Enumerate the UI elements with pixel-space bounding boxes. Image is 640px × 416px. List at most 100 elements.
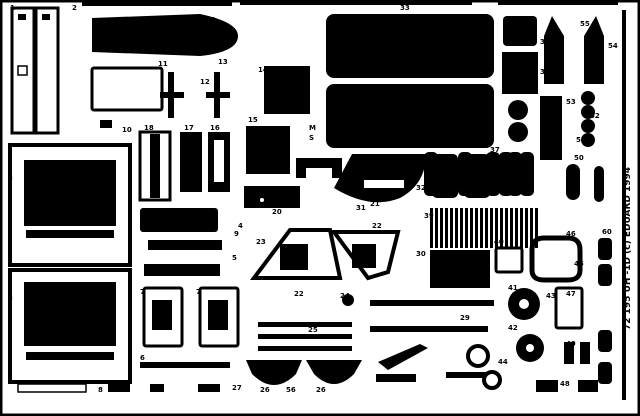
etched-part: [502, 52, 538, 94]
etched-part: [530, 208, 533, 248]
etched-part: [250, 228, 343, 280]
etched-part: [505, 208, 508, 248]
part-number-label: 32: [416, 184, 426, 192]
etched-part: [140, 208, 218, 232]
etched-part: [364, 180, 404, 188]
etched-part: [446, 372, 486, 378]
etched-part: [503, 16, 537, 46]
etched-part: [198, 384, 220, 392]
etched-part: [18, 14, 26, 20]
part-number-label: 49: [566, 340, 576, 348]
etched-part: [152, 300, 172, 330]
etched-part: [470, 208, 473, 248]
etched-part: [244, 186, 300, 208]
etched-part: [529, 235, 583, 283]
etched-part: [440, 208, 443, 248]
etched-part: [581, 105, 595, 119]
etched-part: [581, 91, 595, 105]
part-number-label: 20: [272, 208, 282, 216]
etched-part: [34, 6, 60, 135]
etched-part: [17, 65, 28, 76]
etched-part: [26, 352, 114, 360]
part-number-label: 40: [494, 238, 504, 246]
etched-part: [622, 10, 626, 400]
etched-part: [535, 208, 538, 248]
part-number-label: 7: [196, 288, 201, 296]
etched-part: [264, 66, 310, 114]
part-number-label: 18: [144, 124, 154, 132]
etched-part: [352, 244, 376, 268]
etched-part: [208, 300, 228, 330]
part-number-label: 24: [340, 292, 350, 300]
etched-part: [150, 384, 164, 392]
etched-part: [500, 208, 503, 248]
etched-part: [258, 322, 352, 327]
etched-part: [435, 208, 438, 248]
part-number-label: 22: [294, 290, 304, 298]
etched-part: [598, 362, 612, 384]
part-number-label: 48: [560, 380, 570, 388]
etched-part: [475, 208, 478, 248]
etched-part: [326, 84, 494, 148]
etched-part: [100, 120, 112, 128]
part-number-label: 12: [200, 78, 210, 86]
etched-part: [498, 2, 618, 5]
part-number-label: 46: [566, 230, 576, 238]
etched-part: [100, 76, 154, 102]
etched-part: [258, 334, 352, 339]
fret-side-text: 72 195 UH -1D (c) EDUARD 1994: [623, 167, 633, 330]
part-number-label: 15: [248, 116, 258, 124]
part-number-label: 2: [72, 4, 77, 12]
part-number-label: 41: [508, 284, 518, 292]
etched-part: [148, 240, 222, 250]
etched-part: [8, 268, 132, 384]
etched-part: [464, 154, 490, 198]
etched-part: [508, 100, 528, 120]
etched-part: [519, 299, 529, 309]
part-number-label: 56: [286, 386, 296, 394]
part-number-label: 5: [232, 254, 237, 262]
etched-part: [240, 2, 472, 5]
etched-part: [296, 158, 342, 178]
etched-part: [485, 208, 488, 248]
etched-part: [554, 286, 584, 330]
etched-part: [206, 92, 230, 98]
etched-part: [10, 6, 36, 135]
part-number-label: 45: [574, 260, 584, 268]
etched-part: [525, 208, 528, 248]
etched-part: [445, 208, 448, 248]
etched-part: [580, 342, 590, 364]
etched-part: [480, 208, 483, 248]
etched-part: [450, 208, 453, 248]
part-number-label: 53: [566, 98, 576, 106]
etched-part: [494, 246, 524, 274]
etched-part: [566, 164, 580, 200]
part-number-label: 28: [400, 374, 410, 382]
etched-part: [160, 92, 184, 98]
part-number-label: 3: [8, 294, 13, 302]
part-number-label: 27: [232, 384, 242, 392]
part-number-label: 31: [356, 204, 366, 212]
etched-part: [370, 326, 488, 332]
part-number-label: 33: [400, 4, 410, 12]
etched-part: [598, 264, 612, 286]
part-number-label: 26: [316, 386, 326, 394]
etched-part: [306, 360, 362, 384]
part-number-label: 6: [140, 354, 145, 362]
etched-part: [246, 360, 302, 385]
etched-part: [370, 300, 494, 306]
part-number-label: 21: [370, 200, 380, 208]
mark-s: S: [309, 134, 314, 142]
etched-part: [495, 208, 498, 248]
part-number-label: 36: [540, 100, 550, 108]
part-number-label: 37: [490, 146, 500, 154]
part-number-label: 25: [308, 326, 318, 334]
etched-part: [544, 16, 564, 84]
etched-part: [564, 342, 574, 364]
etched-part: [510, 208, 513, 248]
part-number-label: 44: [498, 358, 508, 366]
part-number-label: 13: [206, 16, 216, 24]
etched-part: [598, 330, 612, 352]
part-number-label: 30: [416, 250, 426, 258]
